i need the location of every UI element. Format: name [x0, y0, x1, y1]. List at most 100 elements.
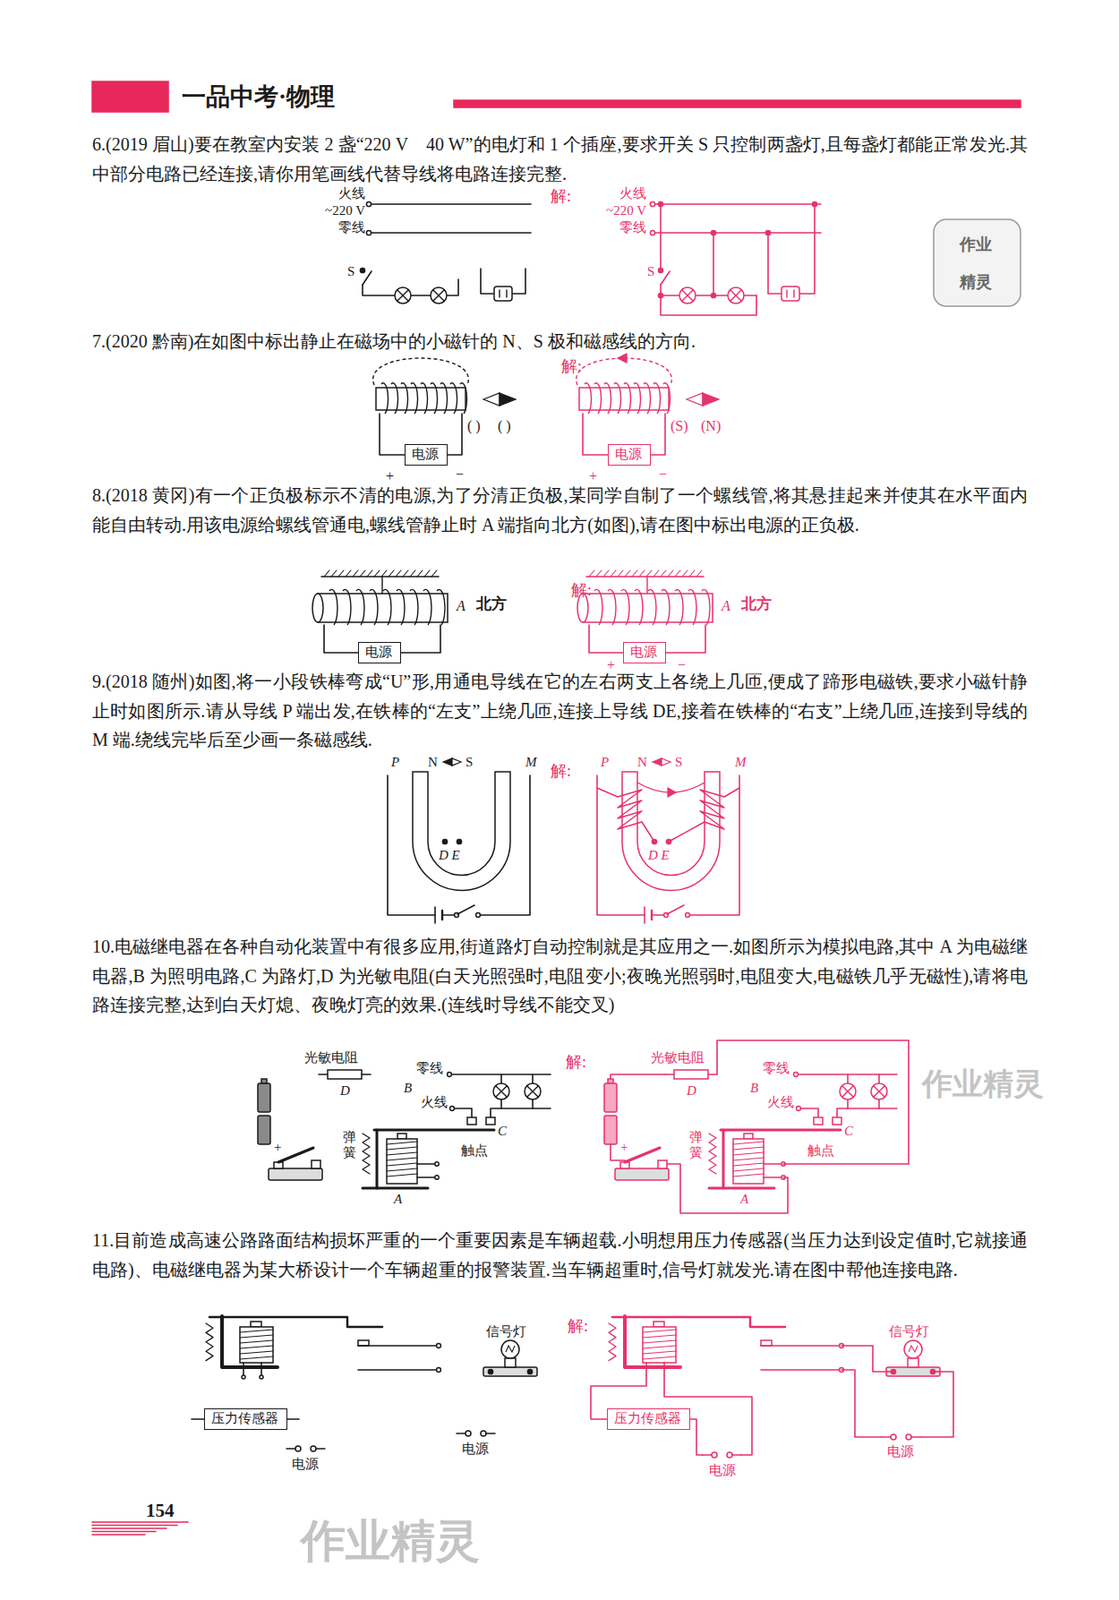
label-text: 解:	[567, 1315, 589, 1337]
coil-turn	[239, 1329, 274, 1333]
label-text: 解:	[565, 1051, 587, 1073]
terminal	[649, 201, 655, 206]
question-text: 6.(2019 眉山)要在教室内安装 2 盏“220 V 40 W”的电灯和 1…	[92, 129, 1028, 188]
ceiling-hatch	[324, 570, 330, 577]
wire	[763, 1162, 782, 1165]
footer-stripe	[92, 1533, 146, 1536]
label-text: −	[455, 465, 464, 484]
wire	[417, 1162, 436, 1165]
wire	[763, 1176, 782, 1179]
stamp-badge	[933, 219, 1021, 307]
label-text: D E	[648, 846, 670, 864]
coil-turn	[663, 383, 671, 414]
label-text: A	[740, 1190, 749, 1208]
socket-slot	[793, 290, 795, 298]
filament	[908, 1345, 918, 1352]
coil-turn	[386, 1168, 418, 1171]
label-text: P	[391, 753, 400, 771]
contact	[467, 1117, 477, 1125]
wire	[490, 1108, 551, 1118]
label-text: N	[637, 753, 648, 771]
wire	[768, 232, 782, 294]
label-text: 光敏电阻	[650, 1049, 705, 1067]
wire	[387, 775, 436, 915]
coil-turn	[701, 589, 710, 625]
terminal	[794, 1072, 799, 1077]
lamp-base	[886, 1366, 940, 1376]
label-text: 零线	[762, 1059, 790, 1077]
label-text: D E	[438, 846, 461, 864]
ceiling-hatch	[682, 570, 688, 577]
label-text: −	[658, 465, 667, 484]
coil-winding	[668, 787, 740, 842]
box-label: 电源	[411, 446, 439, 462]
coil-turn	[653, 383, 661, 414]
power-box: 电源	[358, 641, 402, 664]
coil-turn	[642, 1356, 676, 1359]
switch-terminal	[476, 913, 481, 918]
label-text: 弹簧	[689, 1129, 703, 1160]
box-label: 压力传感器	[211, 1410, 279, 1426]
power-lead	[702, 1453, 712, 1456]
relay-base	[362, 1187, 428, 1190]
battery-plate	[643, 906, 646, 923]
hanging-thread	[381, 576, 383, 594]
label-text: S	[465, 753, 473, 771]
coil-turn	[423, 589, 432, 625]
compass-needle	[499, 392, 516, 406]
lamp-symbol	[430, 287, 447, 304]
wire	[361, 1073, 371, 1076]
coil-turn	[634, 589, 643, 625]
coil-turn	[401, 383, 409, 414]
terminal	[436, 1367, 442, 1373]
question-text: 7.(2020 黔南)在如图中标出静止在磁场中的小磁针的 N、S 极和磁感线的方…	[92, 326, 1028, 357]
wire	[660, 284, 757, 316]
label-text: B	[750, 1079, 759, 1097]
hanging-thread	[646, 576, 648, 594]
label-text: (S)	[670, 417, 689, 436]
terminal	[450, 1106, 455, 1111]
coil-winding	[597, 787, 655, 842]
electromagnet-coil	[733, 1138, 764, 1184]
switch-base	[268, 1168, 323, 1180]
lamp-cross	[397, 290, 410, 302]
lamp-cross	[495, 1085, 508, 1098]
wire	[841, 1345, 894, 1372]
wire	[645, 1362, 648, 1376]
header-block	[92, 81, 169, 112]
iron-core	[397, 1133, 407, 1139]
relay-frame	[222, 1315, 278, 1367]
lamp-cross	[495, 1085, 508, 1098]
lamp-symbol	[679, 287, 696, 304]
junction-dot	[527, 1368, 532, 1374]
coil-turn	[733, 1173, 764, 1177]
question-text: 11.目前造成高速公路路面结构损坏严重的一个重要因素是车辆超载.小明想用压力传感…	[92, 1225, 1028, 1284]
ceiling-hatch	[689, 570, 695, 577]
label-text: 精灵	[959, 272, 992, 293]
terminal	[366, 201, 371, 206]
coil-turn	[410, 383, 419, 414]
coil-turn	[642, 1345, 676, 1349]
lamp-socket	[907, 1358, 919, 1367]
ceiling-hatch	[610, 570, 616, 577]
lamp-base	[483, 1366, 538, 1376]
wire	[717, 1040, 909, 1164]
switch-blade	[362, 271, 372, 285]
coil-turn	[386, 1152, 418, 1155]
ceiling-hatch	[646, 570, 652, 577]
relay-frame	[722, 1129, 726, 1188]
label-text: ~220 V	[606, 202, 647, 220]
compass-needle	[483, 392, 500, 406]
watermark: 作业精灵	[922, 1065, 1044, 1104]
coil-turn	[430, 383, 438, 414]
label-text: A	[456, 597, 466, 616]
label-text: A	[721, 597, 731, 616]
wire	[651, 913, 664, 916]
iron-core	[250, 1321, 262, 1327]
ceiling-hatch	[653, 570, 659, 577]
ceiling-hatch	[596, 570, 602, 577]
label-text: D	[686, 1082, 697, 1100]
ceiling-hatch	[402, 570, 409, 577]
header-bar	[453, 100, 1021, 108]
coil-turn	[369, 589, 378, 625]
